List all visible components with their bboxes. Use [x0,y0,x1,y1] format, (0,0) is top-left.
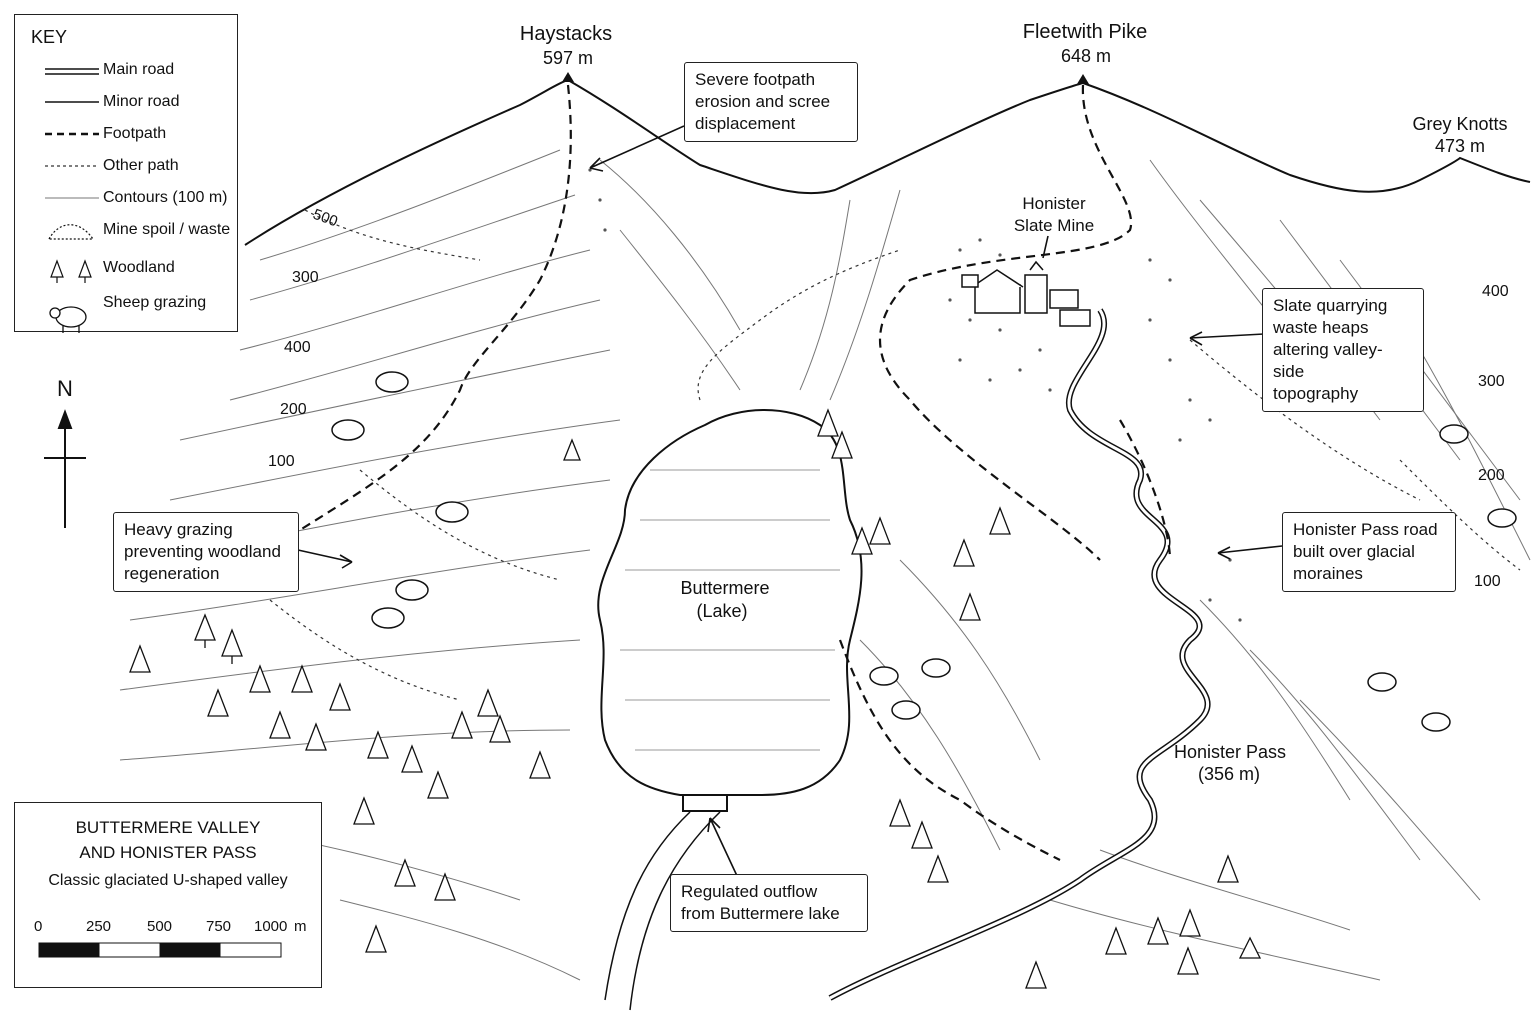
key-item-sheep: Sheep grazing [103,294,207,311]
annotation-erosion-line1: Severe footpath [695,70,816,89]
scale-tick-750: 750 [206,918,232,935]
annotation-leaders [297,125,1283,879]
lake-water-lines [620,469,840,751]
fleetwith-pike-height: 648 m [1061,46,1111,66]
key-item-other-path: Other path [103,157,179,174]
lake-label-line1: Buttermere [680,578,769,598]
north-arrow [44,409,86,528]
mine-spoil-area [588,168,1242,622]
key-item-woodland: Woodland [103,259,175,276]
map-title-box: BUTTERMERE VALLEY AND HONISTER PASS Clas… [14,802,322,988]
main-road-symbol-icon [45,68,99,75]
pass-label-line2: (356 m) [1198,764,1260,784]
annotation-erosion-line3: displacement [695,114,796,133]
pass-label-line1: Honister Pass [1174,742,1286,762]
sheep-flock [331,371,1517,732]
annotation-regulated-outflow: Regulated outflow from Buttermere lake [670,874,868,932]
footpaths [299,84,1172,861]
mine-label-line1: Honister [1022,194,1086,213]
annotation-glacial-moraines: Honister Pass road built over glacial mo… [1282,512,1456,592]
annotation-slate-quarrying: Slate quarrying waste heaps altering val… [1262,288,1424,412]
scale-bar-segment [219,942,282,958]
weir [682,794,728,812]
annotation-heavy-grazing: Heavy grazing preventing woodland regene… [113,512,299,592]
grey-knotts-height: 473 m [1435,136,1485,156]
other-paths [269,209,1521,701]
haystacks-height: 597 m [543,48,593,68]
contour-label-400-right: 400 [1482,283,1509,300]
scale-unit: m [294,918,307,935]
map-title-line1: BUTTERMERE VALLEY [75,818,261,837]
haystacks-summit-icon [562,72,574,82]
north-arrow-label: N [57,376,73,401]
peak-markers [562,72,1089,84]
tree-icon [50,259,92,283]
woodland-trees [129,408,1262,989]
scale-bar-segment [159,942,221,958]
ridge-line [244,78,1531,246]
annotation-outflow-line1: Regulated outflow [681,882,818,901]
annotation-moraine-line3: moraines [1293,564,1363,583]
annotation-moraine-line1: Honister Pass road [1293,520,1438,539]
annotation-grazing-line1: Heavy grazing [124,520,233,539]
lake-shore [597,409,863,796]
contour-label-300-left: 300 [292,269,319,286]
key-item-contours: Contours (100 m) [103,189,228,206]
grey-knotts-name: Grey Knotts [1412,114,1507,134]
scale-tick-500: 500 [147,918,173,935]
contour-label-100-right: 100 [1474,573,1501,590]
key-symbols [45,68,99,333]
key-item-mine-spoil: Mine spoil / waste [103,221,231,238]
contour-label-300-right: 300 [1478,373,1505,390]
scale-tick-0: 0 [34,918,43,935]
mine-label-line2: Slate Mine [1014,216,1094,235]
contour-label-500: 500 [311,206,340,231]
lake-label-line2: (Lake) [696,601,747,621]
scale-tick-250: 250 [86,918,112,935]
contour-label-200-left: 200 [280,401,307,418]
fleetwith-pike-name: Fleetwith Pike [1023,21,1148,43]
annotation-quarry-line2: waste heaps [1273,318,1369,337]
fleetwith-pike-summit-icon [1077,74,1089,84]
mine-spoil-icon [47,224,95,240]
annotation-grazing-line3: regeneration [124,564,220,583]
annotation-footpath-erosion: Severe footpath erosion and scree displa… [684,62,858,142]
map-key: KEY Main road Minor road Footpath Other … [14,14,238,333]
sheep-icon [49,306,87,333]
map-title-line2: AND HONISTER PASS [79,843,257,862]
honister-slate-mine-buildings [961,260,1091,327]
annotation-quarry-line4: topography [1273,384,1359,403]
key-item-footpath: Footpath [103,125,167,142]
key-item-main-road: Main road [103,61,175,78]
annotation-grazing-line2: preventing woodland [124,542,281,561]
map-subtitle: Classic glaciated U-shaped valley [48,872,288,889]
contour-label-400-left: 400 [284,339,311,356]
annotation-outflow-line2: from Buttermere lake [681,904,840,923]
annotation-quarry-line3: altering valley-side [1273,340,1383,381]
haystacks-name: Haystacks [520,23,612,45]
annotation-quarry-line1: Slate quarrying [1273,296,1388,315]
contour-label-200-right: 200 [1478,467,1505,484]
main-road-inner [829,309,1209,1000]
scale-tick-1000: 1000 [254,918,288,935]
key-title: KEY [31,27,68,47]
scale-bar-segment [38,942,100,958]
annotation-moraine-line2: built over glacial [1293,542,1415,561]
scale-bar [38,942,282,958]
key-item-minor-road: Minor road [103,93,180,110]
scale-bar-segment [98,942,161,958]
annotation-erosion-line2: erosion and scree [695,92,831,111]
main-road [828,308,1211,1001]
contour-label-100-left: 100 [268,453,295,470]
outflow-river [604,811,721,1011]
